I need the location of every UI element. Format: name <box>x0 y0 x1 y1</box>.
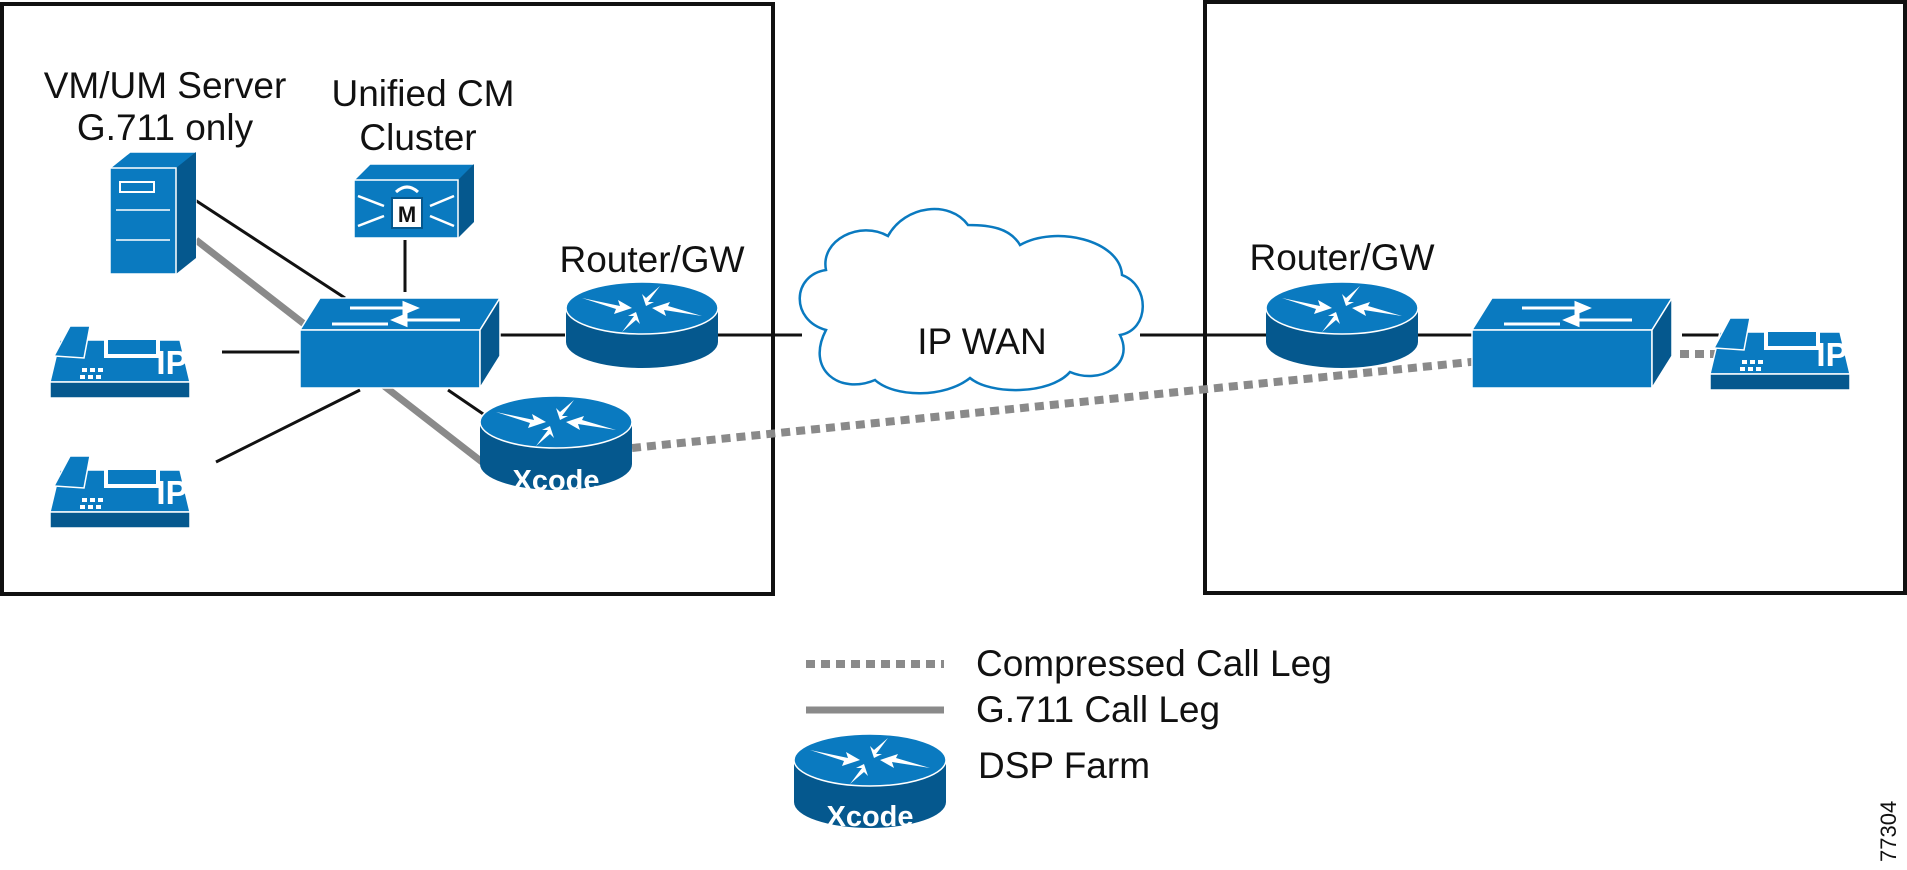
legend-g711-label: G.711 Call Leg <box>976 689 1220 730</box>
phone-ip-label: IP <box>1816 336 1847 373</box>
legend-compressed-label: Compressed Call Leg <box>976 643 1332 684</box>
cm-badge: M <box>398 202 416 227</box>
legend-dsp-label: DSP Farm <box>978 745 1150 786</box>
vm-server-label-1: VM/UM Server <box>44 65 287 106</box>
network-links <box>194 198 1722 464</box>
figure-number: 77304 <box>1876 801 1901 862</box>
compressed-call-leg <box>631 356 1491 452</box>
phone-ip-label: IP <box>156 344 187 381</box>
site-box-left <box>0 2 775 596</box>
router-icon <box>565 281 719 369</box>
legend-dsp-icon-text: Xcode <box>826 801 913 833</box>
phone-ip-label: IP <box>156 474 187 511</box>
switch-icon <box>298 296 502 390</box>
server-icon <box>109 151 197 275</box>
cm-label-1: Unified CM <box>332 73 515 114</box>
legend: Compressed Call Leg G.711 Call Leg Xcode… <box>793 643 1332 833</box>
wan-label: IP WAN <box>917 321 1047 362</box>
call-manager-icon: M <box>353 163 475 239</box>
router-right-label: Router/GW <box>1249 237 1434 278</box>
site-box-right <box>1203 0 1907 595</box>
switch-icon <box>1470 296 1674 390</box>
router-left-label: Router/GW <box>559 239 744 280</box>
xcode-label: Xcode <box>512 465 599 497</box>
vm-server-label-2: G.711 only <box>77 107 254 148</box>
router-icon <box>1265 281 1419 369</box>
cm-label-2: Cluster <box>359 117 476 158</box>
cloud-icon <box>798 207 1144 395</box>
